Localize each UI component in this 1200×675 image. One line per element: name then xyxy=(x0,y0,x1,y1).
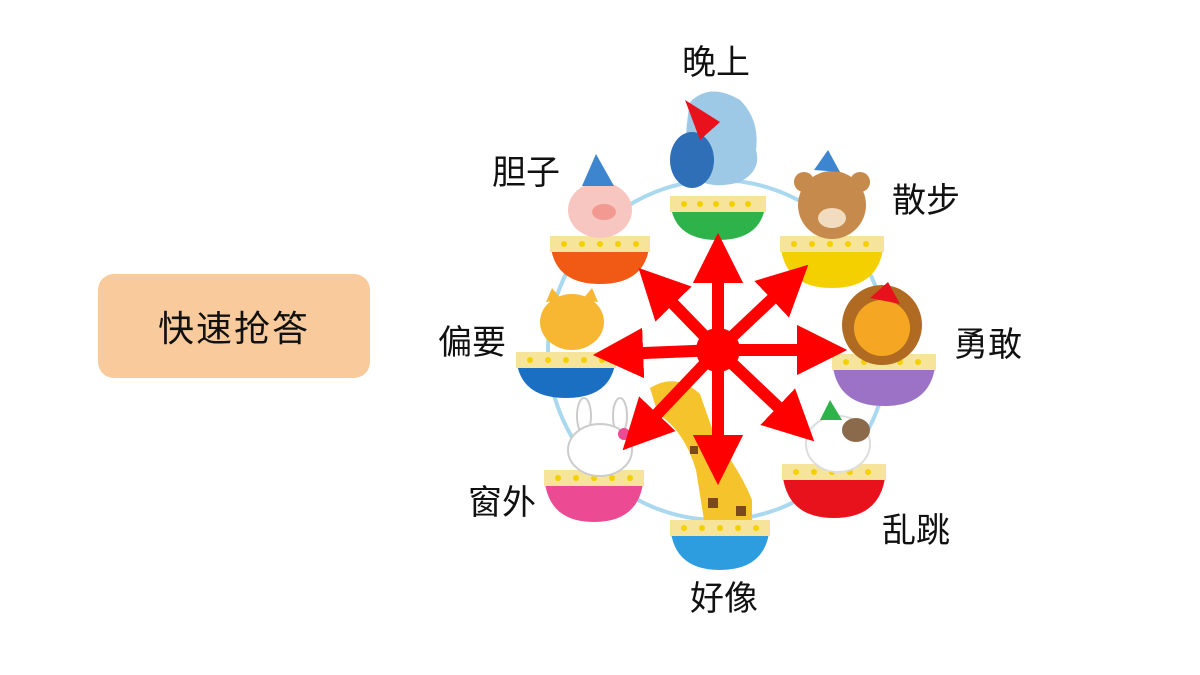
basket-right[interactable] xyxy=(832,354,936,406)
cat-icon xyxy=(805,400,871,473)
bear-icon xyxy=(794,150,870,239)
word-bottom-right[interactable]: 乱跳 xyxy=(882,511,950,551)
word-top-right[interactable]: 散步 xyxy=(892,181,960,221)
basket-bottom[interactable] xyxy=(670,520,770,570)
word-right[interactable]: 勇敢 xyxy=(954,325,1022,365)
word-top-left[interactable]: 胆子 xyxy=(492,153,560,193)
lion-icon xyxy=(842,282,922,365)
quick-answer-button[interactable]: 快速抢答 xyxy=(98,274,370,378)
tiger-icon xyxy=(540,288,604,350)
word-bottom-left[interactable]: 窗外 xyxy=(468,483,536,523)
pig-icon xyxy=(568,154,632,238)
basket-top-left[interactable] xyxy=(550,236,650,284)
basket-bottom-left[interactable] xyxy=(544,470,644,522)
word-left[interactable]: 偏要 xyxy=(438,323,506,363)
basket-top[interactable] xyxy=(670,196,766,240)
word-top[interactable]: 晚上 xyxy=(682,43,750,83)
elephant-icon xyxy=(670,91,758,188)
basket-left[interactable] xyxy=(516,352,616,398)
word-bottom[interactable]: 好像 xyxy=(690,579,758,619)
basket-top-right[interactable] xyxy=(780,236,884,288)
rabbit-icon xyxy=(567,397,633,477)
wheel-hub xyxy=(696,328,740,372)
